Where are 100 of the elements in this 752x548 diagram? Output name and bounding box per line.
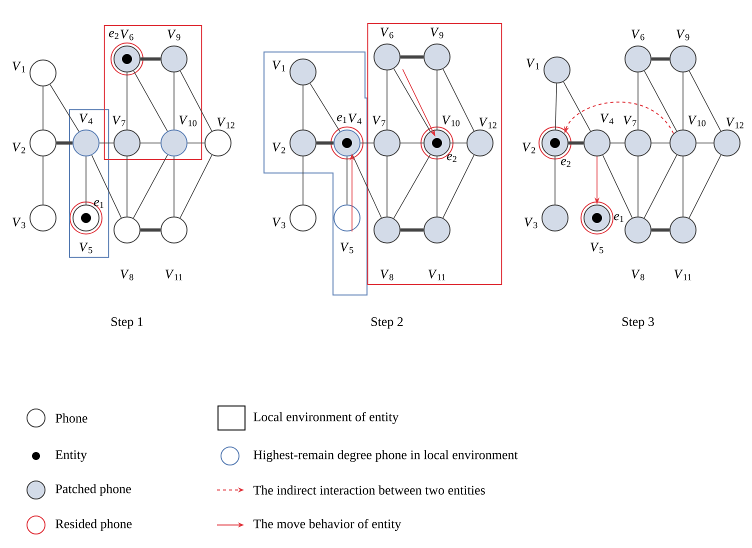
edge-line <box>442 68 474 132</box>
edge-line <box>450 142 467 144</box>
node-label: V$_{5}$ <box>590 242 604 254</box>
node-label: V$_{10}$ <box>442 116 460 126</box>
local-environment-box <box>69 109 110 258</box>
node-label: V$_{11}$ <box>428 270 446 280</box>
edge-line <box>682 156 684 217</box>
edge-line <box>386 156 388 217</box>
edge-line <box>393 154 431 219</box>
edge-line <box>310 83 340 132</box>
edge-line <box>140 142 161 144</box>
edge-line <box>568 141 584 145</box>
node-label: V$_{9}$ <box>676 30 690 40</box>
node-label: V$_{2}$ <box>12 142 26 154</box>
local-environment-box <box>264 52 368 296</box>
local-environment-box <box>104 25 202 160</box>
node-label: V$_{9}$ <box>168 30 180 40</box>
node-label: V$_{8}$ <box>632 270 644 280</box>
edge-line <box>140 57 160 61</box>
node-label: V$_{8}$ <box>120 270 134 280</box>
node-label: V$_{9}$ <box>430 28 444 38</box>
edge-line <box>346 156 348 205</box>
legend-text: Patched phone <box>56 484 131 496</box>
legend-text: Entity <box>56 450 87 462</box>
node-label: V$_{12}$ <box>217 118 234 128</box>
edge-line <box>400 55 424 59</box>
edge-line <box>436 70 438 130</box>
edge-line <box>126 156 128 217</box>
legend-text: The indirect interaction between two entities <box>253 485 485 495</box>
node-label: V$_{5}$ <box>80 242 92 254</box>
edge-line <box>352 154 382 218</box>
node-label: V$_{2}$ <box>522 142 536 154</box>
edge-line <box>302 156 304 205</box>
entity-label: e$_{1}$ <box>614 214 624 222</box>
node-label: V$_{11}$ <box>165 270 182 280</box>
edge-line <box>554 83 558 130</box>
node-label: V$_{3}$ <box>524 218 538 228</box>
edge-line <box>91 154 122 218</box>
node-label: V$_{7}$ <box>112 116 126 126</box>
node-label: V$_{6}$ <box>120 30 134 40</box>
legend-text: Local environment of entity <box>254 412 399 424</box>
edge-line <box>554 156 556 205</box>
edge-line <box>133 154 168 219</box>
edge-line <box>400 228 424 232</box>
node-label: V$_{10}$ <box>688 116 706 126</box>
edge-line <box>682 72 684 130</box>
edge-line <box>316 141 334 145</box>
node-label: V$_{1}$ <box>526 58 540 70</box>
edge-line <box>563 81 591 132</box>
local-environment-box <box>367 23 502 285</box>
edge-line <box>180 154 212 218</box>
entity-label: e$_{2}$ <box>447 154 456 162</box>
legend-text: Highest-remain degree phone in local environment <box>254 450 518 462</box>
entity-label: e$_{2}$ <box>109 30 118 39</box>
step-label: Step 3 <box>622 317 654 329</box>
edge-line <box>386 70 388 130</box>
node-label: V$_{4}$ <box>600 114 614 124</box>
legend-text: Phone <box>56 413 88 423</box>
node-label: V$_{6}$ <box>380 28 394 38</box>
edge-line <box>400 142 424 144</box>
node-label: V$_{12}$ <box>726 118 744 128</box>
edge-line <box>180 70 212 132</box>
step-label: Step 1 <box>111 317 143 329</box>
edge-line <box>360 142 374 144</box>
node-label: V$_{8}$ <box>380 270 394 280</box>
node-label: V$_{7}$ <box>624 116 636 126</box>
edge-line <box>644 154 678 218</box>
edge-line <box>651 142 670 144</box>
edge-line <box>302 85 304 130</box>
edge-line <box>50 84 80 132</box>
edge-line <box>99 142 114 144</box>
node-label: V$_{3}$ <box>12 218 26 228</box>
edge-line <box>442 154 474 218</box>
node-label: V$_{3}$ <box>272 218 286 228</box>
edge-line <box>133 70 168 132</box>
legend-text: Resided phone <box>56 519 132 531</box>
legend-text: The move behavior of entity <box>253 519 402 531</box>
node-label: V$_{6}$ <box>632 30 644 40</box>
edge-line <box>42 86 44 130</box>
node-label: V$_{12}$ <box>479 118 496 128</box>
edge-line <box>140 228 160 232</box>
edge-line <box>436 156 438 217</box>
node-label: V$_{4}$ <box>348 114 362 124</box>
node-label: V$_{7}$ <box>372 116 386 126</box>
edge-line <box>696 142 714 144</box>
node-label: V$_{4}$ <box>80 114 92 124</box>
dashed-arrow <box>564 102 674 134</box>
edge-line <box>393 68 431 132</box>
node-label: V$_{1}$ <box>12 62 26 72</box>
edge-line <box>187 142 205 144</box>
entity-label: e$_{1}$ <box>337 115 346 123</box>
node-label: V$_{5}$ <box>340 242 354 254</box>
node-label: V$_{2}$ <box>272 142 286 154</box>
edge-line <box>126 72 128 130</box>
edge-line <box>644 70 678 132</box>
node-label: V$_{11}$ <box>674 270 692 280</box>
edge-line <box>602 154 633 218</box>
entity-label: e$_{1}$ <box>94 200 104 208</box>
edge-line <box>610 142 625 144</box>
edge-line <box>688 70 722 132</box>
